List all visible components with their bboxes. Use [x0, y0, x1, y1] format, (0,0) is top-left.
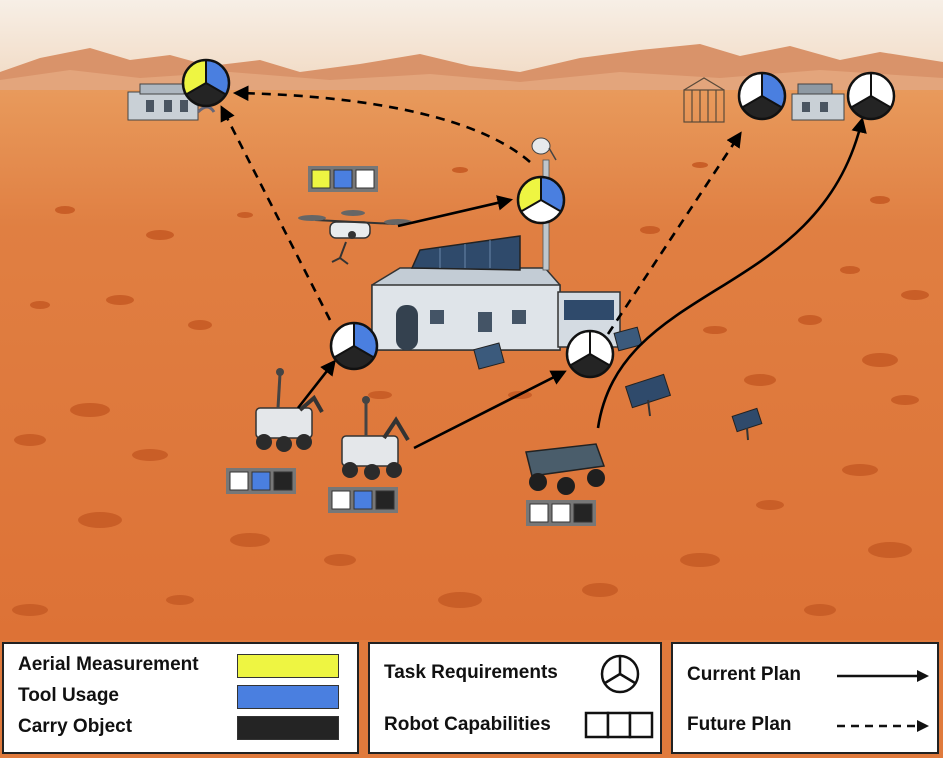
- rover-arm-1-cap-empty: [229, 471, 249, 491]
- legend-symbols: Task Requirements Robot Capabilities: [368, 642, 662, 754]
- rover-arm-2-cap-tool: [353, 490, 373, 510]
- task-base-left-outline: [329, 321, 379, 371]
- legend-current-plan-label: Current Plan: [687, 664, 802, 685]
- future-plan-arrow-icon: [837, 720, 929, 732]
- task-nodes: [181, 58, 896, 379]
- rover-arm-1-capabilities: [226, 468, 296, 494]
- task-symbol-icon: [600, 654, 640, 694]
- current-plan-arrow-2: [413, 370, 567, 450]
- task-far-left-building-divider: [185, 82, 207, 96]
- cart-capabilities: [526, 500, 596, 526]
- task-base-right-divider: [589, 353, 611, 367]
- rocks: [12, 162, 929, 616]
- task-antenna: [516, 175, 566, 225]
- rover-arm-1-cap-carry: [273, 471, 293, 491]
- task-far-right-a-divider: [741, 95, 763, 109]
- legend-capabilities: Aerial Measurement Tool Usage Carry Obje…: [2, 642, 359, 754]
- legend-task-label: Task Requirements: [384, 662, 558, 683]
- task-far-right-a: [737, 71, 787, 121]
- task-antenna-divider: [540, 199, 562, 213]
- rover-arm-2-capabilities: [328, 487, 398, 513]
- rover-arm-2-cap-empty: [331, 490, 351, 510]
- capability-bars: [226, 166, 596, 526]
- task-far-right-a-divider: [761, 95, 783, 109]
- drone-capabilities: [308, 166, 378, 192]
- task-far-right-b: [846, 71, 896, 121]
- plan-edges: [220, 85, 867, 450]
- solar-panel-small: [731, 407, 763, 441]
- future-plan-arrow-6: [606, 131, 742, 335]
- task-base-right: [565, 329, 615, 379]
- legend-tool-swatch: [237, 685, 339, 709]
- task-antenna-outline: [516, 175, 566, 225]
- current-plan-arrow-1: [296, 359, 336, 409]
- task-antenna-divider: [520, 199, 542, 213]
- task-far-right-b-divider: [870, 95, 892, 109]
- rover-arm-2-cap-carry: [375, 490, 395, 510]
- far-right-scaffold: [683, 77, 725, 123]
- cart-robot: [525, 443, 606, 495]
- task-base-left: [329, 321, 379, 371]
- capability-symbol-icon: [584, 711, 654, 739]
- legend-plans: Current Plan Future Plan: [671, 642, 939, 754]
- drone-robot: [298, 210, 412, 265]
- current-plan-arrow-icon: [837, 670, 929, 682]
- task-far-left-building: [181, 58, 231, 108]
- task-base-left-divider: [353, 345, 375, 359]
- drone-cap-tool: [333, 169, 353, 189]
- drone-cap-empty: [355, 169, 375, 189]
- rover-arm-robot-2: [341, 396, 410, 480]
- ground: [0, 90, 943, 640]
- task-base-left-divider: [333, 345, 355, 359]
- task-far-right-a-outline: [737, 71, 787, 121]
- cart-cap-empty: [529, 503, 549, 523]
- future-plan-arrow-4: [232, 85, 531, 163]
- mars-scene: [0, 0, 943, 640]
- task-far-left-building-outline: [181, 58, 231, 108]
- task-far-right-b-divider: [850, 95, 872, 109]
- legend-aerial-label: Aerial Measurement: [18, 654, 199, 675]
- legend-carry-swatch: [237, 716, 339, 740]
- solar-panel: [624, 373, 672, 417]
- cart-cap-empty: [551, 503, 571, 523]
- legend-robot-label: Robot Capabilities: [384, 714, 551, 735]
- task-base-right-divider: [569, 353, 591, 367]
- task-far-right-b-outline: [846, 71, 896, 121]
- task-far-left-building-divider: [205, 82, 227, 96]
- far-right-building: [791, 83, 845, 121]
- legend-tool-label: Tool Usage: [18, 685, 119, 706]
- current-plan-arrow-3: [596, 116, 867, 429]
- legend-aerial-swatch: [237, 654, 339, 678]
- rover-arm-1-cap-tool: [251, 471, 271, 491]
- current-plan-arrow-0: [397, 195, 514, 228]
- future-plan-arrow-5: [220, 105, 332, 321]
- legend-carry-label: Carry Object: [18, 716, 133, 737]
- task-far-right-a-sector-carry: [742, 96, 782, 119]
- legend-future-plan-label: Future Plan: [687, 714, 792, 735]
- drone-cap-aerial: [311, 169, 331, 189]
- main-base: [371, 235, 643, 370]
- cart-cap-carry: [573, 503, 593, 523]
- rover-arm-robot-1: [255, 368, 324, 452]
- task-base-right-outline: [565, 329, 615, 379]
